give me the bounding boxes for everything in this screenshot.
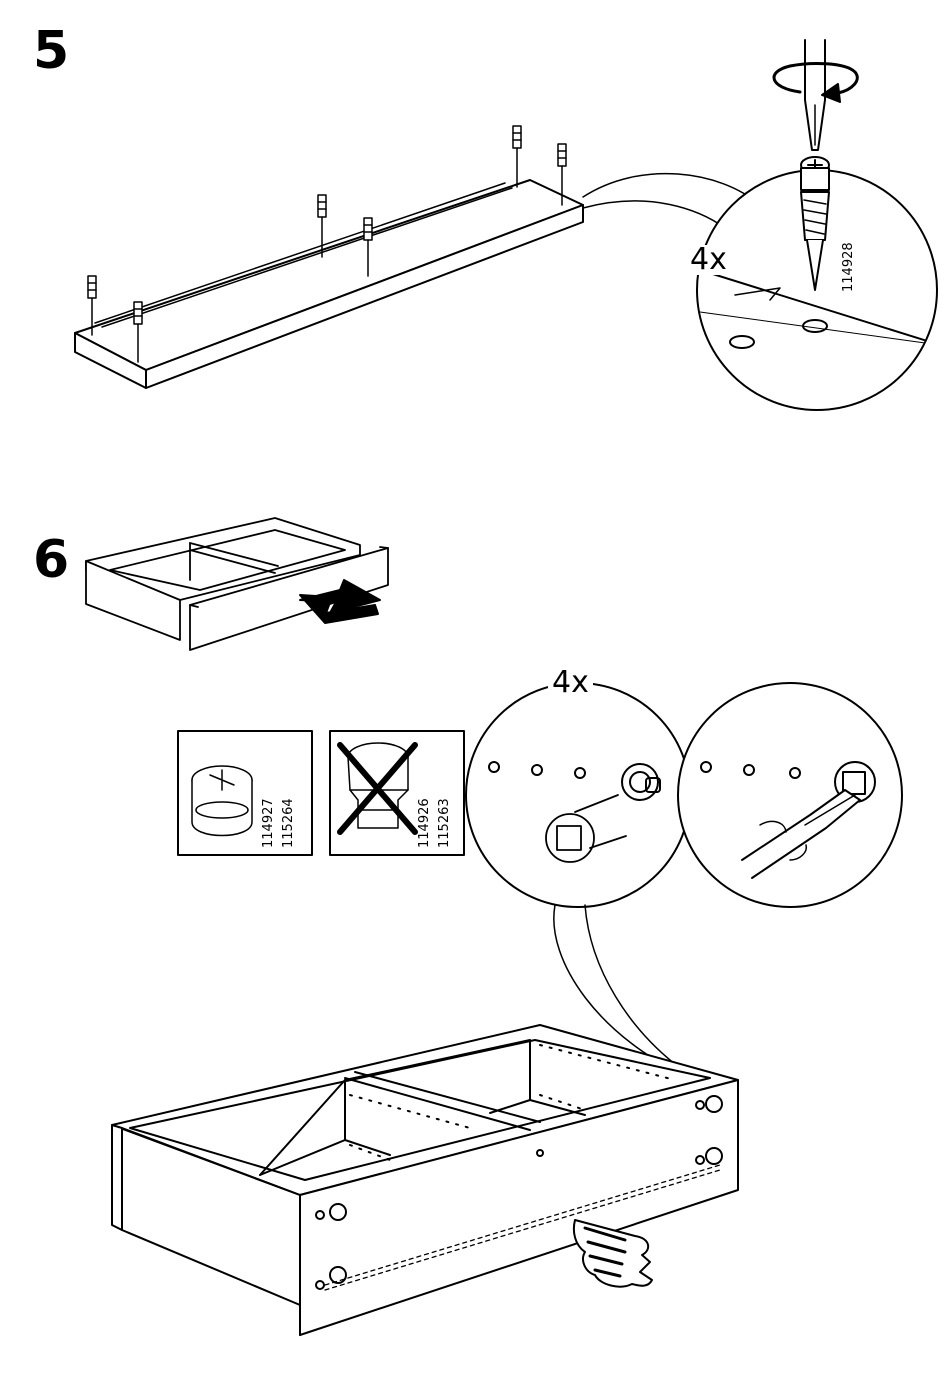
wrong-part-number-1: 114926 (418, 798, 431, 848)
step-number-5: 5 (33, 25, 69, 77)
step5-callout-leader (583, 174, 760, 205)
step5-panel (75, 180, 583, 388)
screw-3 (318, 195, 326, 257)
step-number-6: 6 (33, 534, 69, 586)
ok-part-number-1: 114927 (262, 798, 275, 848)
step5-detail-circle (697, 157, 940, 410)
step6-detail-circle-b (678, 683, 902, 907)
ok-part-number-2: 115264 (282, 798, 295, 848)
screw-5 (513, 126, 521, 187)
step6-quantity-label: 4x (548, 668, 593, 698)
wrong-part-number-2: 115263 (438, 798, 451, 848)
step6-detail-circle-a (466, 683, 695, 1080)
hand-icon (574, 1220, 652, 1287)
step5-part-number: 114928 (842, 242, 855, 292)
cam-lock-icon (192, 766, 252, 836)
step6-large-frame (112, 1025, 738, 1335)
step5-quantity-label: 4x (688, 245, 729, 275)
